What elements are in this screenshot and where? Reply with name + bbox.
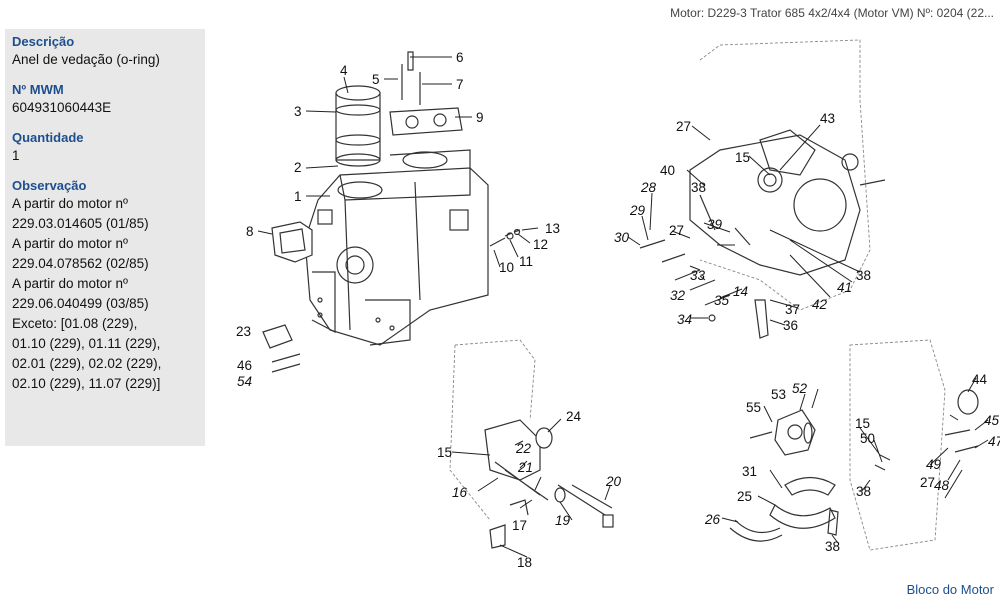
part-label: 30 [614, 230, 630, 245]
observacao-label: Observação [12, 178, 87, 193]
part-label: 37 [785, 302, 800, 317]
part-label: 12 [533, 237, 548, 252]
part-labels: 1 2 3 4 5 6 7 8 9 10 11 12 13 14 15 15 1… [236, 50, 1000, 570]
part-label: 38 [691, 180, 706, 195]
part-label: 34 [677, 312, 692, 327]
observacao-line: 02.10 (229), 11.07 (229)] [12, 376, 161, 391]
part-label: 10 [499, 260, 514, 275]
engine-block-drawing[interactable]: 1 2 3 4 5 6 7 8 9 10 11 12 13 14 15 15 1… [218, 30, 1000, 575]
part-label: 16 [452, 485, 468, 500]
part-label: 11 [519, 254, 533, 269]
part-label: 17 [512, 518, 527, 533]
part-label: 2 [294, 160, 302, 175]
observacao-line: 229.06.040499 (03/85) [12, 296, 149, 311]
part-label: 49 [926, 457, 942, 472]
oil-pump-sketch [449, 339, 614, 549]
part-label: 50 [860, 431, 875, 446]
field-observacao: Observação A partir do motor nº 229.03.0… [12, 177, 205, 394]
field-mwm: Nº MWM 604931060443E [12, 81, 205, 118]
part-label: 27 [676, 119, 691, 134]
observacao-line: A partir do motor nº [12, 236, 128, 251]
part-label: 5 [372, 72, 380, 87]
engine-block-sketch [262, 51, 521, 373]
part-label: 38 [856, 268, 871, 283]
part-label: 20 [605, 474, 622, 489]
part-label: 19 [555, 513, 571, 528]
part-label: 1 [294, 189, 302, 204]
part-label: 4 [340, 63, 348, 78]
part-label: 24 [566, 409, 582, 424]
part-label: 3 [294, 104, 302, 119]
observacao-line: 229.04.078562 (02/85) [12, 256, 149, 271]
part-label: 15 [735, 150, 750, 165]
quantidade-label: Quantidade [12, 130, 84, 145]
part-label: 7 [456, 77, 464, 92]
part-label: 47 [988, 434, 1000, 449]
part-label: 28 [640, 180, 657, 195]
part-label: 27 [920, 475, 935, 490]
descricao-label: Descrição [12, 34, 75, 49]
observacao-line: Exceto: [01.08 (229), [12, 316, 138, 331]
bearing-sketch [729, 339, 979, 551]
part-details-panel: Descrição Anel de vedação (o-ring) Nº MW… [5, 29, 205, 446]
exploded-parts-diagram[interactable]: 1 2 3 4 5 6 7 8 9 10 11 12 13 14 15 15 1… [218, 30, 1000, 575]
part-label: 25 [737, 489, 752, 504]
part-label: 53 [771, 387, 786, 402]
part-label: 39 [707, 217, 723, 232]
part-label: 31 [742, 464, 757, 479]
part-label: 42 [812, 297, 828, 312]
observacao-line: 02.01 (229), 02.02 (229), [12, 356, 162, 371]
bloco-do-motor-link[interactable]: Bloco do Motor [906, 582, 994, 597]
part-label: 36 [783, 318, 798, 333]
quantidade-value: 1 [12, 148, 20, 163]
part-label: 23 [236, 324, 251, 339]
part-label: 22 [515, 441, 532, 456]
part-label: 15 [855, 416, 870, 431]
part-label: 27 [669, 223, 684, 238]
field-quantidade: Quantidade 1 [12, 129, 205, 166]
part-label: 26 [704, 512, 721, 527]
field-descricao: Descrição Anel de vedação (o-ring) [12, 33, 205, 70]
part-label: 46 [237, 358, 252, 373]
part-label: 14 [733, 284, 748, 299]
part-label: 52 [792, 381, 808, 396]
part-label: 33 [690, 268, 706, 283]
part-label: 18 [517, 555, 532, 570]
part-label: 54 [237, 374, 252, 389]
leader-lines [257, 56, 989, 558]
observacao-line: 01.10 (229), 01.11 (229), [12, 336, 161, 351]
part-label: 45 [984, 413, 1000, 428]
part-label: 41 [837, 280, 852, 295]
observacao-line: A partir do motor nº [12, 196, 128, 211]
part-label: 55 [746, 400, 761, 415]
part-label: 38 [825, 539, 840, 554]
part-label: 35 [714, 293, 730, 308]
part-label: 6 [456, 50, 464, 65]
engine-title: Motor: D229-3 Trator 685 4x2/4x4 (Motor … [670, 6, 994, 20]
part-label: 29 [629, 203, 646, 218]
part-label: 44 [972, 372, 988, 387]
part-label: 21 [517, 460, 533, 475]
part-label: 15 [437, 445, 452, 460]
observacao-line: 229.03.014605 (01/85) [12, 216, 149, 231]
part-label: 32 [670, 288, 686, 303]
part-label: 8 [246, 224, 254, 239]
mwm-value: 604931060443E [12, 100, 112, 115]
observacao-line: A partir do motor nº [12, 276, 128, 291]
mwm-label: Nº MWM [12, 82, 64, 97]
part-label: 13 [545, 221, 560, 236]
part-label: 43 [820, 111, 835, 126]
descricao-value: Anel de vedação (o-ring) [12, 52, 160, 67]
part-label: 9 [476, 110, 484, 125]
timing-housing-sketch [639, 39, 886, 339]
part-label: 40 [660, 163, 675, 178]
part-label: 38 [856, 484, 871, 499]
part-label: 48 [934, 478, 950, 493]
